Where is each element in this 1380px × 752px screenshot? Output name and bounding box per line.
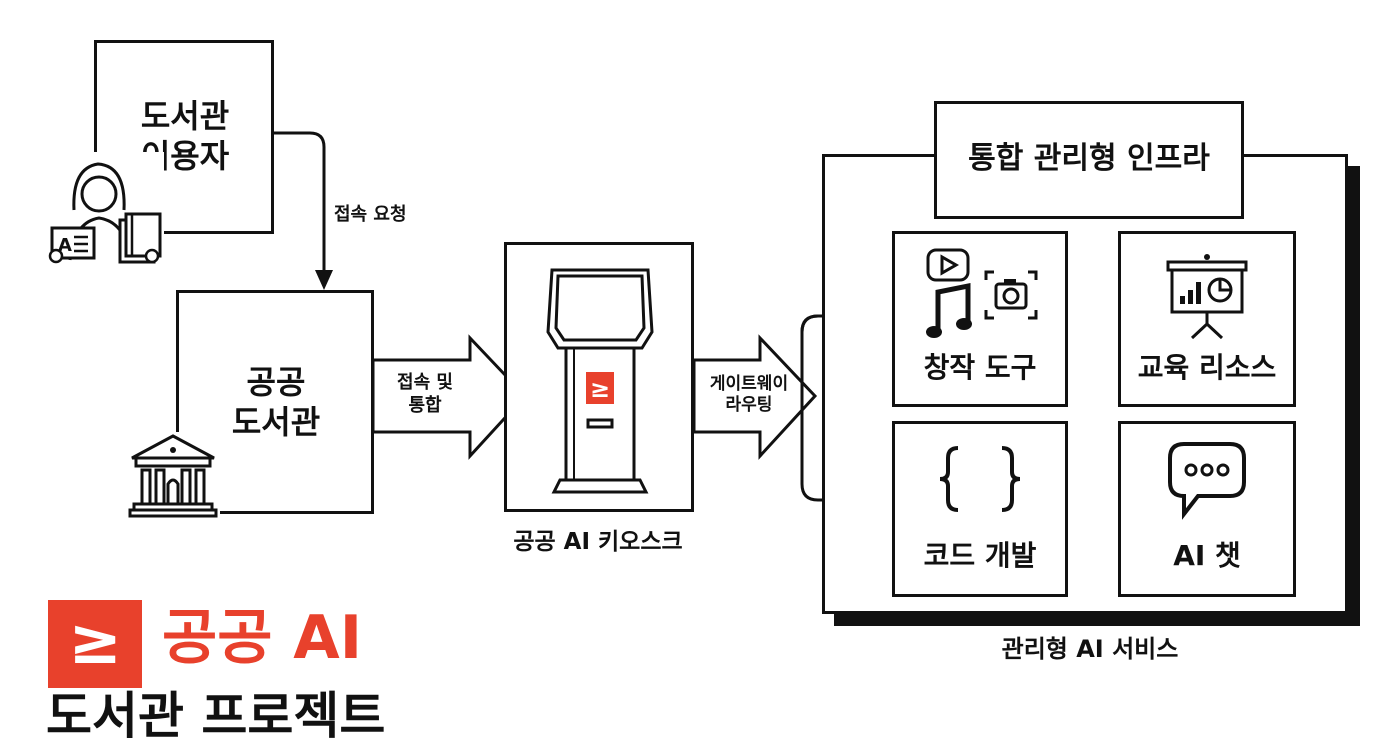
brand-logo-block (48, 600, 142, 688)
library-building-icon (126, 432, 220, 518)
service-label-chat: AI 챗 (1173, 539, 1241, 572)
edge-integrate-line2: 통합 (408, 394, 442, 416)
media-tools-icon (926, 248, 1038, 338)
request-arrowhead (315, 270, 333, 290)
edge-gateway-label: 게이트웨이 라우팅 (694, 374, 804, 417)
service-tile-code (892, 421, 1068, 597)
presentation-chart-icon (1166, 254, 1248, 340)
infra-title: 통합 관리형 인프라 (968, 141, 1210, 176)
library-user-icon: A (44, 152, 164, 270)
edge-gateway-line2: 라우팅 (725, 395, 773, 416)
integrate-big-arrow (371, 334, 528, 460)
library-box (176, 290, 374, 514)
service-label-creative: 창작 도구 (923, 351, 1037, 384)
kiosk-logo-glyph: ≥ (590, 375, 610, 403)
request-connector (272, 131, 326, 272)
user-label: 도서관 이용자 (120, 96, 250, 176)
service-label-education: 교육 리소스 (1137, 351, 1277, 384)
edge-integrate-line1: 접속 및 (397, 372, 453, 393)
service-tile-creative (892, 231, 1068, 407)
brand-glyph: ≥ (68, 605, 122, 679)
edge-request-label: 접속 요청 (334, 204, 407, 225)
kiosk-label: 공공 AI 키오스크 (513, 529, 683, 555)
user-label-line1: 도서관 (140, 97, 230, 135)
kiosk-icon: ≥ (546, 268, 654, 494)
edge-gateway-line1: 게이트웨이 (709, 374, 789, 394)
brand-name: 공공 AI (162, 603, 363, 673)
edge-integrate-label: 접속 및 통합 (380, 372, 470, 417)
curly-braces-icon (939, 446, 1021, 512)
svg-text:A: A (58, 235, 72, 256)
library-label-line1: 공공 (246, 363, 306, 401)
gateway-big-arrow (692, 334, 818, 460)
brand-subtitle: 도서관 프로젝트 (46, 687, 386, 745)
infra-title-box (934, 101, 1244, 219)
chat-bubble-icon (1168, 442, 1246, 520)
library-label-line2: 도서관 (231, 403, 321, 441)
service-label-code: 코드 개발 (923, 539, 1037, 572)
library-label: 공공 도서관 (206, 362, 346, 442)
infra-caption: 관리형 AI 서비스 (1001, 635, 1179, 663)
gateway-fork-top (800, 314, 838, 333)
